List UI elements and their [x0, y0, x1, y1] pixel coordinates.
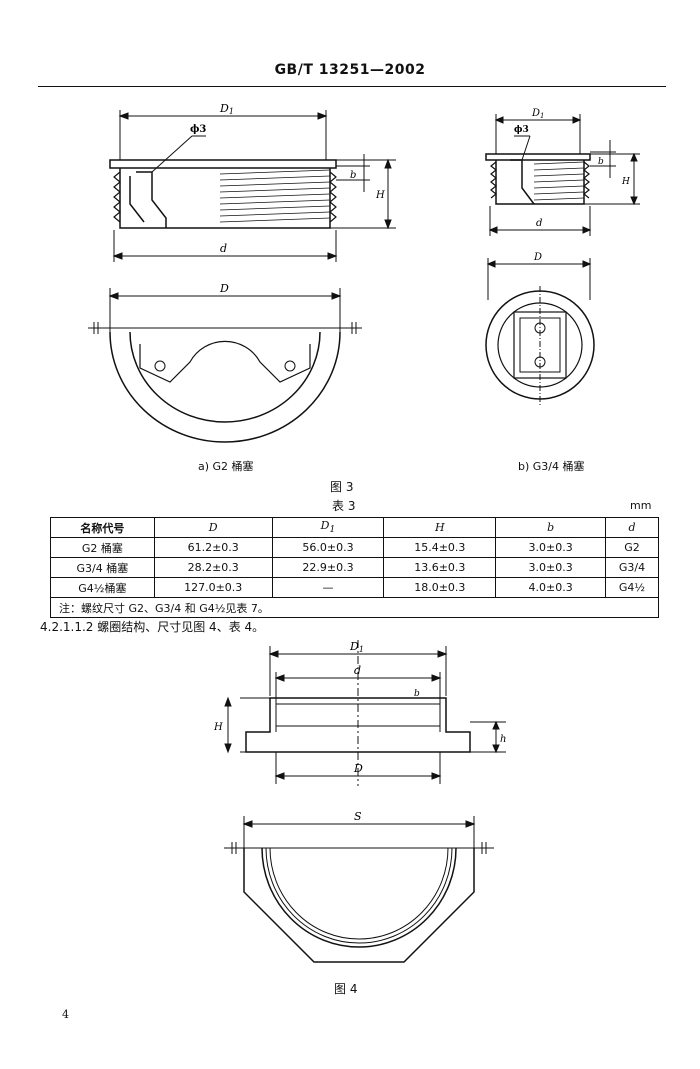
- dim-label-phi3-b: ϕ3: [514, 125, 529, 135]
- figure3a-drawing: D1 ϕ3 b H d D: [88, 102, 396, 443]
- cell: G2: [605, 537, 659, 558]
- cell: 127.0±0.3: [153, 577, 273, 598]
- caption-figure3b: b) G3/4 桶塞: [518, 460, 585, 473]
- figure4-drawing: D1 d b H h D S: [213, 640, 506, 963]
- cell: 18.0±0.3: [383, 577, 497, 598]
- figure3b-drawing: D1 ϕ3 b H d D: [485, 108, 640, 406]
- table-row: G3/4 桶塞 28.2±0.3 22.9±0.3 13.6±0.3 3.0±0…: [50, 557, 659, 578]
- table-note-row: 注：螺纹尺寸 G2、G3/4 和 G4½见表 7。: [50, 597, 659, 618]
- th-b: b: [495, 517, 607, 538]
- th-D1: D1: [271, 517, 385, 538]
- cell: 4.0±0.3: [495, 577, 607, 598]
- dim-label-H: H: [375, 190, 385, 201]
- fig4-label-d: d: [354, 664, 361, 677]
- caption-figure3a: a) G2 桶塞: [198, 460, 254, 473]
- dim-label-H-b: H: [621, 177, 630, 187]
- cell: —: [271, 577, 385, 598]
- figure4-title: 图 4: [334, 982, 358, 996]
- table3-title: 表 3: [332, 499, 356, 513]
- section-4-2-1-1-2: 4.2.1.1.2 螺圈结构、尺寸见图 4、表 4。: [40, 620, 265, 634]
- dim-label-D1: D1: [219, 102, 234, 116]
- dim-label-b-b: b: [598, 157, 604, 167]
- table-row: G2 桶塞 61.2±0.3 56.0±0.3 15.4±0.3 3.0±0.3…: [50, 537, 659, 558]
- header-rule: [38, 86, 666, 87]
- dim-label-D: D: [219, 282, 229, 295]
- cell: 28.2±0.3: [153, 557, 273, 578]
- th-name: 名称代号: [50, 517, 155, 538]
- dim-label-D1-b: D1: [531, 108, 545, 120]
- table3-note: 注：螺纹尺寸 G2、G3/4 和 G4½见表 7。: [50, 597, 659, 618]
- cell: 15.4±0.3: [383, 537, 497, 558]
- figure3-title: 图 3: [330, 480, 354, 494]
- fig4-label-H: H: [213, 722, 223, 733]
- fig4-label-D: D: [353, 762, 363, 775]
- cell: G4½: [605, 577, 659, 598]
- cell: 22.9±0.3: [271, 557, 385, 578]
- fig4-label-D1: D1: [349, 640, 364, 654]
- dim-label-d-b: d: [536, 218, 542, 229]
- table3: 名称代号 D D1 H b d G2 桶塞 61.2±0.3 56.0±0.3 …: [50, 517, 659, 618]
- fig4-label-S: S: [354, 810, 362, 823]
- cell: G4½桶塞: [50, 577, 155, 598]
- dim-label-D-b: D: [533, 252, 542, 263]
- table-row: G4½桶塞 127.0±0.3 — 18.0±0.3 4.0±0.3 G4½: [50, 577, 659, 598]
- cell: 3.0±0.3: [495, 537, 607, 558]
- cell: 13.6±0.3: [383, 557, 497, 578]
- cell: G3/4 桶塞: [50, 557, 155, 578]
- cell: G3/4: [605, 557, 659, 578]
- dim-label-b: b: [350, 170, 356, 181]
- th-H: H: [383, 517, 497, 538]
- fig4-label-h: h: [500, 734, 506, 745]
- table3-unit: mm: [630, 499, 652, 512]
- page-number: 4: [62, 1008, 69, 1021]
- fig4-label-b: b: [414, 689, 420, 699]
- dim-label-phi3: ϕ3: [190, 124, 206, 135]
- dim-label-d: d: [220, 242, 227, 255]
- cell: G2 桶塞: [50, 537, 155, 558]
- cell: 61.2±0.3: [153, 537, 273, 558]
- cell: 56.0±0.3: [271, 537, 385, 558]
- th-d: d: [605, 517, 659, 538]
- standard-header: GB/T 13251—2002: [274, 62, 426, 78]
- table-header-row: 名称代号 D D1 H b d: [50, 517, 659, 538]
- cell: 3.0±0.3: [495, 557, 607, 578]
- th-D: D: [153, 517, 273, 538]
